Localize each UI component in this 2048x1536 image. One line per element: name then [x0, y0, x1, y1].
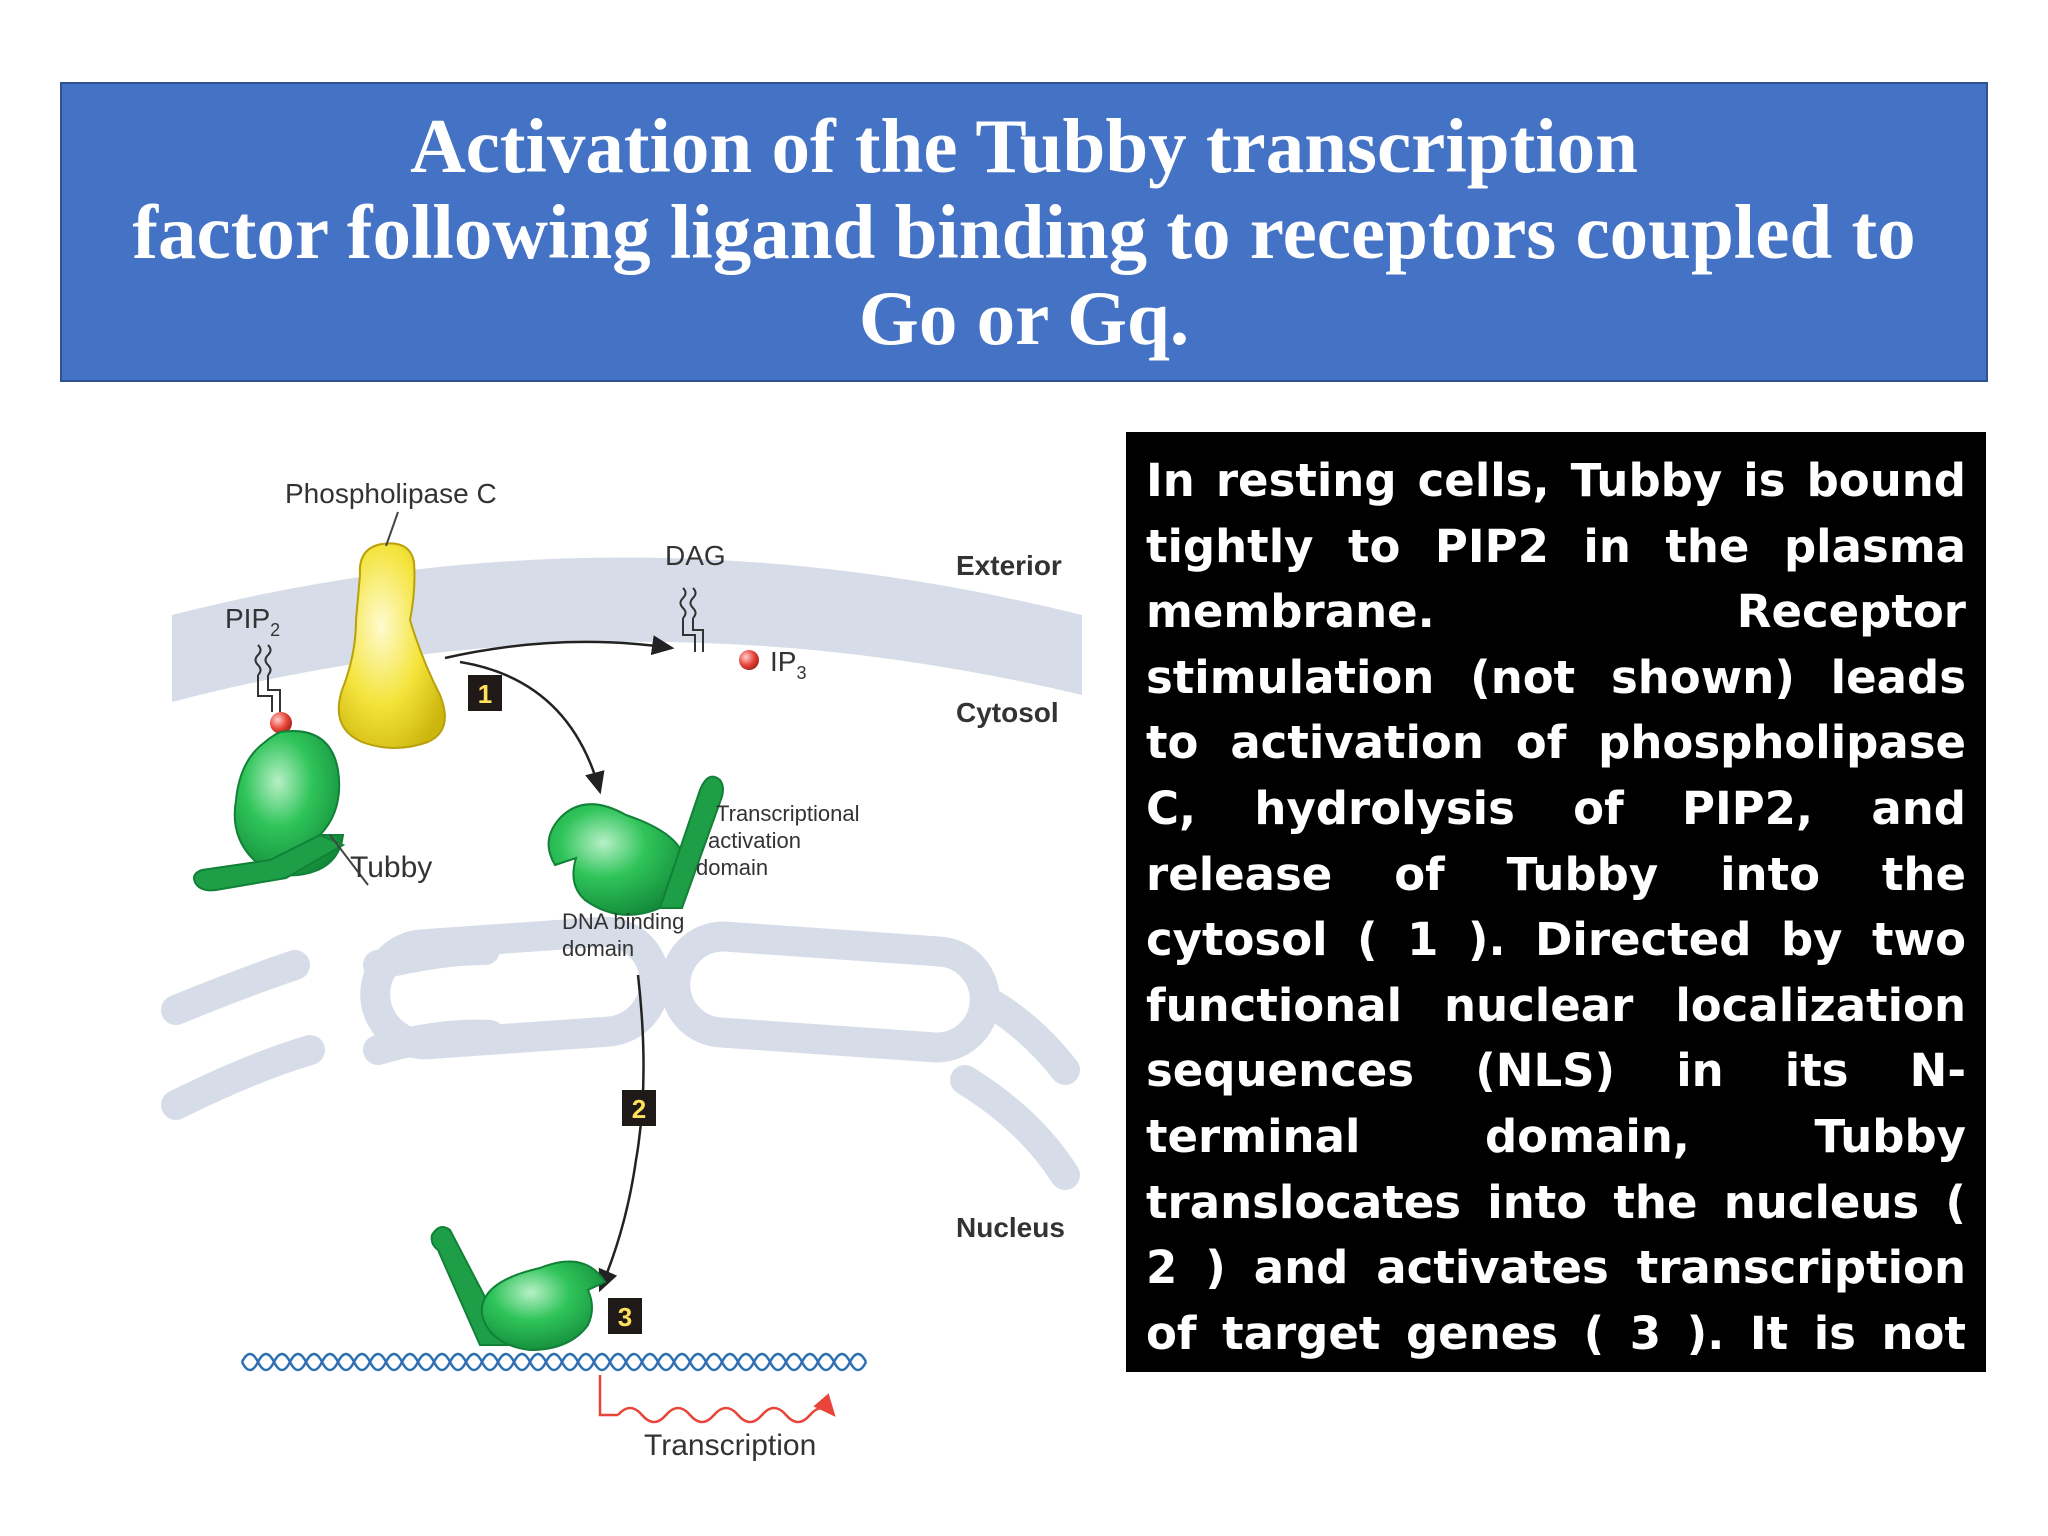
title-banner: Activation of the Tubby transcription fa… [60, 82, 1988, 382]
title-line-2: factor following ligand binding to recep… [132, 189, 1916, 275]
dbd-label-line-2: domain [562, 936, 634, 961]
pip2-headgroup [270, 712, 292, 734]
transcription-label: Transcription [644, 1429, 816, 1462]
phospholipase-c-leader [385, 511, 399, 547]
step-1-number: 1 [478, 679, 492, 709]
phospholipase-c-label: Phospholipase C [285, 478, 497, 509]
tubby-pathway-diagram: Phospholipase C PIP2 Tubby DAG IP3 Exter… [160, 440, 1100, 1470]
tubby-membrane-bound [193, 730, 346, 892]
transcript-arrow [617, 1393, 836, 1424]
ip3-label: IP3 [770, 646, 806, 683]
translocation-arrow [598, 974, 645, 1293]
step-3-number: 3 [618, 1302, 632, 1332]
tubby-nuclear [430, 1225, 607, 1352]
tubby-leader [329, 834, 369, 886]
step-2-badge [622, 1090, 656, 1126]
tubby-label: Tubby [350, 851, 432, 884]
nuclear-envelope [161, 916, 1080, 1190]
title-line-3: Go or Gq. [858, 275, 1190, 361]
diagram-canvas: Phospholipase C PIP2 Tubby DAG IP3 Exter… [161, 478, 1082, 1462]
title-line-1: Activation of the Tubby transcription [410, 103, 1638, 189]
step-1-badge [468, 675, 502, 711]
slide-title: Activation of the Tubby transcription fa… [132, 103, 1915, 361]
release-arrow [459, 660, 605, 795]
pip2-lipid-tails [254, 644, 281, 712]
step-2-number: 2 [632, 1094, 646, 1124]
dag-label: DAG [665, 540, 726, 571]
ip3-dot [739, 650, 759, 670]
hydrolysis-arrow [444, 635, 675, 660]
transcription-start-marker [598, 1375, 618, 1417]
cytosol-label: Cytosol [956, 697, 1059, 728]
dbd-label-line-1: DNA binding [562, 909, 684, 934]
step-3-badge [608, 1298, 642, 1334]
description-box: In resting cells, Tubby is bound tightly… [1126, 432, 1986, 1491]
dag-lipid-tails [679, 587, 704, 652]
tad-label-line-3: domain [696, 855, 768, 880]
dna-helix [240, 1352, 868, 1372]
tad-label-line-2: activation [708, 828, 801, 853]
phospholipase-c-shape [337, 542, 446, 749]
tubby-cytosolic [547, 775, 724, 916]
nucleus-label: Nucleus [956, 1212, 1065, 1243]
description-text: In resting cells, Tubby is bound tightly… [1146, 454, 1966, 1491]
tad-label-line-1: Transcriptional [716, 801, 859, 826]
plasma-membrane [172, 557, 1082, 702]
exterior-label: Exterior [956, 550, 1062, 581]
pip2-label: PIP2 [225, 603, 280, 640]
